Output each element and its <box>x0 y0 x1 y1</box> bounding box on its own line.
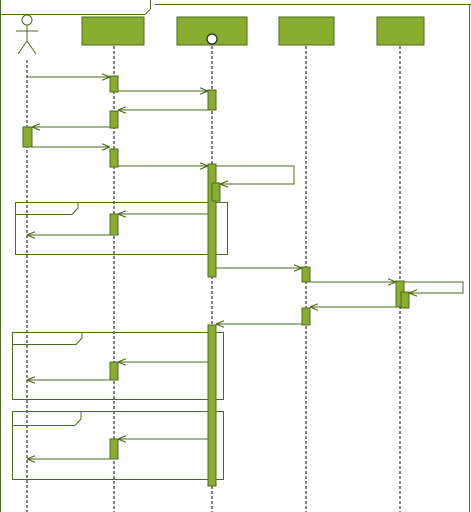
activation-bar <box>109 213 119 236</box>
activation-bar <box>301 307 311 326</box>
fragment-2 <box>12 332 224 400</box>
lifeline-head-4 <box>376 16 425 46</box>
activation-bar <box>301 266 311 283</box>
lifeline-heads <box>81 16 425 46</box>
lifeline-head-3 <box>278 16 335 46</box>
activation-bar <box>109 361 119 381</box>
lifeline-head-1 <box>81 16 145 46</box>
activation-bar <box>109 75 119 93</box>
activation-bar <box>22 126 33 148</box>
messages <box>27 77 464 459</box>
activation-bar-nested <box>211 182 221 202</box>
activation-bar <box>207 89 217 111</box>
actor-head <box>21 14 33 26</box>
actor-right-leg <box>26 40 37 55</box>
fragment-1 <box>15 202 228 255</box>
fragment-3 <box>12 411 224 480</box>
actor-left-leg <box>17 40 28 55</box>
fragments <box>12 202 228 480</box>
self-message-arrow <box>404 281 464 293</box>
actor-figure <box>16 14 38 55</box>
activations <box>22 75 410 487</box>
activation-bar <box>109 438 119 460</box>
self-message-arrow <box>216 165 295 184</box>
lifeline-head-2-marker <box>206 33 218 45</box>
activation-bar-nested <box>400 291 410 309</box>
activation-bar <box>207 163 217 278</box>
activation-bar <box>109 110 119 129</box>
activation-bar <box>109 148 119 168</box>
activation-bar <box>207 324 217 487</box>
